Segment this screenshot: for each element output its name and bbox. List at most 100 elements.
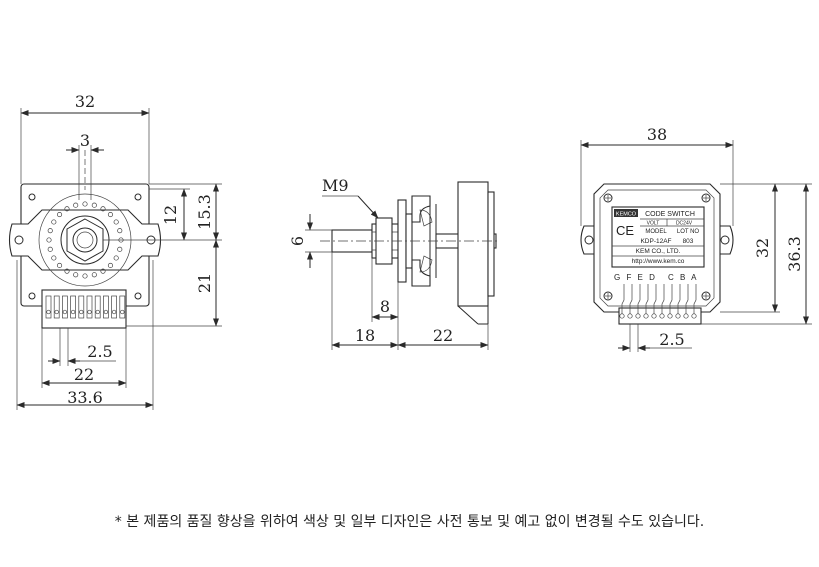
rear-pin-wire <box>669 284 673 314</box>
contact-hole <box>46 237 52 243</box>
front-pin-hole <box>103 309 109 315</box>
contact-hole <box>82 201 88 207</box>
rear-dim-body-height: 32 <box>753 238 772 258</box>
front-pin-hole <box>120 309 125 315</box>
rear-view: KEMCO CODE SWITCH VOLT DC24V CE MODEL LO… <box>580 125 812 352</box>
rear-pin-wire <box>629 284 633 314</box>
contact-hole <box>82 273 88 279</box>
rear-pin-wire <box>637 284 641 314</box>
rear-pin-wire <box>645 284 649 314</box>
rear-pin <box>691 313 697 319</box>
contact-hole <box>91 202 97 208</box>
dim-overall-width: 32 <box>75 92 95 111</box>
label-model-no: KDP-12AF <box>640 238 671 245</box>
front-pin <box>53 295 60 319</box>
label-url: http://www.kem.co <box>632 258 685 265</box>
dim-shaft-width: 3 <box>80 131 90 150</box>
front-pin-hole <box>95 309 100 315</box>
rear-pin <box>667 313 673 319</box>
rear-pin <box>659 313 665 319</box>
front-pin <box>111 295 117 319</box>
contact-hole <box>73 202 79 208</box>
contact-hole <box>113 255 119 261</box>
rear-screws <box>603 193 711 301</box>
contact-hole <box>113 219 119 225</box>
label-title: CODE SWITCH <box>645 211 695 218</box>
contact-hole <box>117 228 123 234</box>
label-lot-no: 803 <box>683 238 694 245</box>
dim-pin-pitch: 2.5 <box>87 342 112 361</box>
rear-pin <box>635 313 641 319</box>
dim-upper-height: 12 <box>161 205 180 225</box>
rear-pin <box>619 313 625 319</box>
hex-nut <box>66 218 104 262</box>
rear-pin <box>627 313 633 319</box>
rear-pin <box>651 313 657 319</box>
front-pin <box>78 295 85 319</box>
front-view: 32 3 12 15.3 21 2.5 22 <box>8 92 222 410</box>
dim-shaft-length: 18 <box>355 326 375 345</box>
rear-dim-total-height: 36.3 <box>785 236 804 272</box>
label-dc: DC24V <box>676 221 693 227</box>
front-pin <box>86 295 93 319</box>
front-pin <box>62 295 68 319</box>
dim-lower-height: 21 <box>195 273 214 293</box>
front-pin-hole <box>62 309 68 315</box>
rear-pin-wire <box>685 284 689 314</box>
front-pin-hole <box>87 309 92 315</box>
rear-pin-wire <box>661 284 665 314</box>
rear-pins <box>619 284 697 319</box>
front-pin-hole <box>111 309 117 315</box>
contact-hole <box>117 246 123 252</box>
rear-pin-wire <box>653 284 657 314</box>
rear-pin <box>643 313 649 319</box>
front-pin <box>103 295 109 319</box>
rear-pin-wire <box>693 284 697 314</box>
contact-hole <box>100 268 106 274</box>
contact-hole <box>64 268 70 274</box>
label-volt: VOLT <box>647 221 660 227</box>
dim-pin-span: 22 <box>74 365 94 384</box>
terminal-letters-right: C B A <box>668 273 698 282</box>
side-view: M9 6 8 18 22 <box>288 176 500 350</box>
contact-hole <box>47 246 53 252</box>
contact-hole <box>100 206 106 212</box>
dim-thread-length: 8 <box>380 297 390 316</box>
contact-hole <box>91 272 97 278</box>
ce-mark: CE <box>616 223 634 238</box>
rear-pin <box>675 313 681 319</box>
contact-hole <box>47 228 53 234</box>
front-pin <box>94 295 101 319</box>
rear-pin-wire <box>621 284 625 314</box>
left-mount-hole <box>14 235 24 245</box>
contact-hole <box>56 211 63 218</box>
rear-dim-overall-width: 38 <box>647 125 667 144</box>
contact-hole <box>107 211 114 218</box>
contact-hole <box>107 262 114 269</box>
label-lot: LOT NO <box>677 229 700 235</box>
dim-shaft-dia: 6 <box>288 236 307 246</box>
side-rear-plate <box>457 181 489 307</box>
brand-logo <box>614 209 638 217</box>
contact-hole <box>64 206 70 212</box>
front-pin <box>45 295 52 319</box>
front-pin-hole <box>46 309 51 315</box>
front-pin-hole <box>70 309 76 315</box>
shaft-circle <box>72 227 98 253</box>
front-flange <box>8 209 162 271</box>
disclaimer-footnote: * 본 제품의 품질 향상을 위하여 색상 및 일부 디자인은 사전 통보 및 … <box>114 514 705 530</box>
dim-flange-height: 15.3 <box>195 194 214 230</box>
rear-dim-pin-pitch: 2.5 <box>659 330 684 349</box>
dim-total-width: 33.6 <box>67 388 103 407</box>
rear-pin <box>683 313 689 319</box>
svg-text:KEMCO: KEMCO <box>616 212 637 218</box>
contact-hole <box>73 272 79 278</box>
dim-body-length: 22 <box>433 326 453 345</box>
front-pin <box>70 295 76 319</box>
rear-pin-wire <box>677 284 681 314</box>
front-pin-hole <box>79 309 84 315</box>
front-pin-hole <box>54 309 59 315</box>
label-model: MODEL <box>645 229 667 235</box>
front-pin <box>119 295 126 319</box>
